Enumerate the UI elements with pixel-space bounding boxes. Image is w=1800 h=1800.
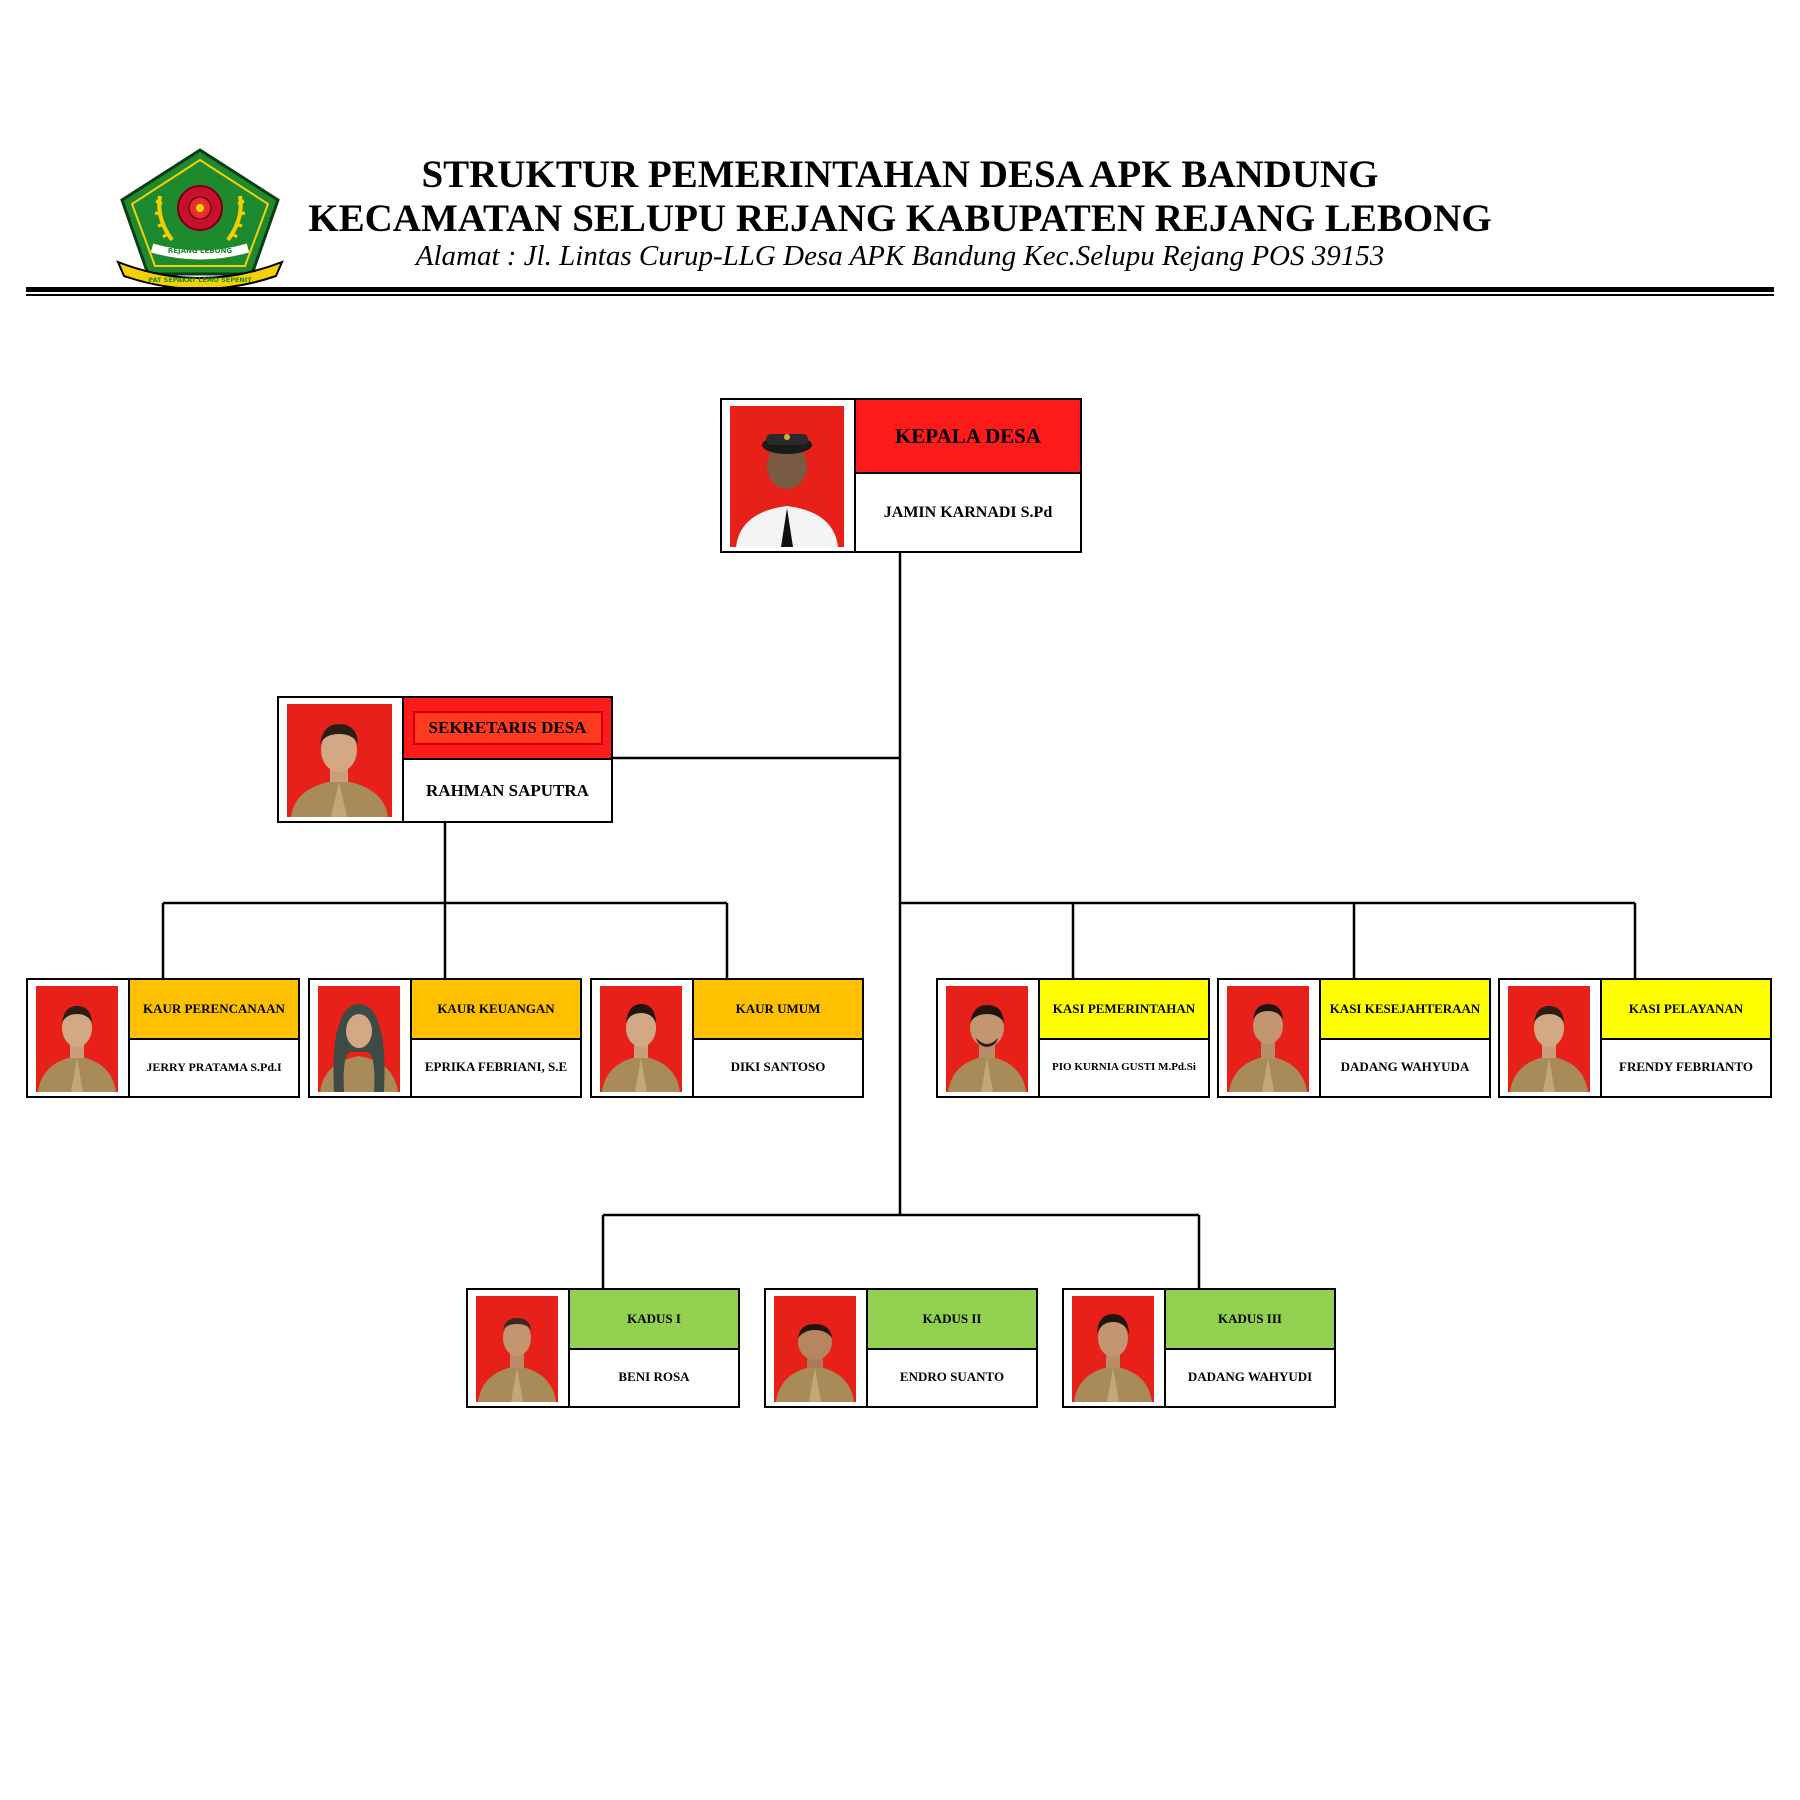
name-label: BENI ROSA [618, 1369, 690, 1384]
name-label: RAHMAN SAPUTRA [426, 780, 589, 800]
node-kadus-1: KADUS I BENI ROSA [466, 1288, 740, 1408]
role-label: KEPALA DESA [856, 400, 1080, 474]
name-label: PIO KURNIA GUSTI M.Pd.Si [1052, 1061, 1196, 1073]
photo-kadus-2 [766, 1290, 868, 1406]
photo-kasi-pemerintahan [938, 980, 1040, 1096]
person-photo-icon [730, 406, 844, 547]
name-label: JERRY PRATAMA S.Pd.I [146, 1059, 282, 1074]
photo-kaur-keuangan [310, 980, 412, 1096]
node-kaur-umum: KAUR UMUM DIKI SANTOSO [590, 978, 864, 1098]
photo-kaur-perencanaan [28, 980, 130, 1096]
person-photo-icon [774, 1296, 856, 1402]
name-label: FRENDY FEBRIANTO [1619, 1059, 1753, 1074]
node-kaur-perencanaan: KAUR PERENCANAAN JERRY PRATAMA S.Pd.I [26, 978, 300, 1098]
node-kadus-3: KADUS III DADANG WAHYUDI [1062, 1288, 1336, 1408]
name-label: DADANG WAHYUDA [1340, 1059, 1470, 1074]
person-photo-icon [1508, 986, 1590, 1092]
header-rule-thin [26, 294, 1774, 296]
name-label: ENDRO SUANTO [899, 1369, 1005, 1384]
role-label: KAUR KEUANGAN [412, 980, 580, 1040]
role-label: KASI KESEJAHTERAAN [1321, 980, 1489, 1040]
role-label: KASI PELAYANAN [1602, 980, 1770, 1040]
photo-kasi-kesejahteraan [1219, 980, 1321, 1096]
person-photo-icon [287, 704, 392, 817]
person-photo-icon [600, 986, 682, 1092]
name-label: JAMIN KARNADI S.Pd [883, 503, 1053, 521]
role-label: KAUR UMUM [694, 980, 862, 1040]
rejang-lebong-logo-icon: REJANG LEBONG PAT SEPAKAT LEMO SEPENIT [116, 148, 284, 288]
role-label: KADUS II [868, 1290, 1036, 1350]
node-kaur-keuangan: KAUR KEUANGAN EPRIKA FEBRIANI, S.E [308, 978, 582, 1098]
photo-sekretaris-desa [279, 698, 404, 821]
document-subtitle: KECAMATAN SELUPU REJANG KABUPATEN REJANG… [308, 197, 1492, 240]
person-photo-icon [36, 986, 118, 1092]
photo-kepala-desa [722, 400, 856, 551]
photo-kadus-3 [1064, 1290, 1166, 1406]
node-sekretaris-desa: SEKRETARIS DESA RAHMAN SAPUTRA [277, 696, 613, 823]
letterhead: REJANG LEBONG PAT SEPAKAT LEMO SEPENIT S… [0, 0, 1800, 300]
node-kasi-pemerintahan: KASI PEMERINTAHAN PIO KURNIA GUSTI M.Pd.… [936, 978, 1210, 1098]
header-rule-thick [26, 287, 1774, 292]
role-label: KADUS III [1166, 1290, 1334, 1350]
person-photo-icon [476, 1296, 558, 1402]
name-label: EPRIKA FEBRIANI, S.E [424, 1059, 568, 1074]
person-photo-icon [1072, 1296, 1154, 1402]
node-kasi-pelayanan: KASI PELAYANAN FRENDY FEBRIANTO [1498, 978, 1772, 1098]
role-label: KADUS I [570, 1290, 738, 1350]
photo-kadus-1 [468, 1290, 570, 1406]
node-kasi-kesejahteraan: KASI KESEJAHTERAAN DADANG WAHYUDA [1217, 978, 1491, 1098]
document-address: Alamat : Jl. Lintas Curup-LLG Desa APK B… [415, 240, 1385, 272]
document-title: STRUKTUR PEMERINTAHAN DESA APK BANDUNG [421, 153, 1379, 196]
role-label: KAUR PERENCANAAN [130, 980, 298, 1040]
person-photo-icon [1227, 986, 1309, 1092]
node-kepala-desa: KEPALA DESA JAMIN KARNADI S.Pd [720, 398, 1082, 553]
node-kadus-2: KADUS II ENDRO SUANTO [764, 1288, 1038, 1408]
role-label: KASI PEMERINTAHAN [1040, 980, 1208, 1040]
name-label: DIKI SANTOSO [730, 1059, 826, 1074]
photo-kasi-pelayanan [1500, 980, 1602, 1096]
person-photo-icon [318, 986, 400, 1092]
svg-text:REJANG LEBONG: REJANG LEBONG [168, 247, 233, 255]
photo-kaur-umum [592, 980, 694, 1096]
svg-text:PAT SEPAKAT LEMO SEPENIT: PAT SEPAKAT LEMO SEPENIT [148, 276, 252, 284]
person-photo-icon [946, 986, 1028, 1092]
name-label: DADANG WAHYUDI [1187, 1369, 1313, 1384]
role-label-box: SEKRETARIS DESA [412, 711, 603, 745]
role-label: SEKRETARIS DESA [404, 698, 611, 760]
